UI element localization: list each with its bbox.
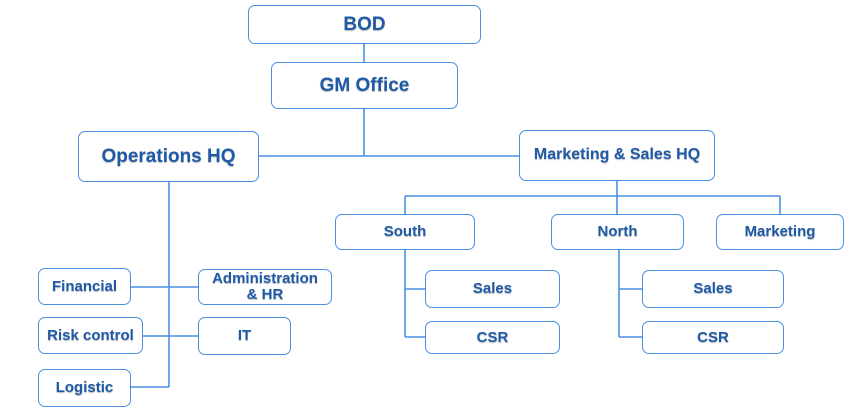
node-marketing: Marketing: [716, 214, 844, 250]
node-administration-hr-label-line1: Administration: [212, 270, 318, 288]
node-marketing-sales-hq-label: Marketing & Sales HQ: [533, 146, 701, 164]
node-north-sales: Sales: [642, 270, 784, 308]
node-financial: Financial: [38, 268, 131, 305]
node-south: South: [335, 214, 475, 250]
node-north-csr-label: CSR: [697, 328, 729, 346]
node-south-sales: Sales: [425, 270, 560, 308]
node-operations-hq-label: Operations HQ: [101, 145, 236, 167]
node-it: IT: [198, 317, 291, 355]
node-marketing-label: Marketing: [744, 223, 816, 241]
node-north: North: [551, 214, 684, 250]
node-south-csr-label: CSR: [476, 328, 509, 346]
node-administration-hr-label-line2: & HR: [246, 286, 284, 303]
node-bod-label: BOD: [343, 13, 386, 35]
node-south-sales-label: Sales: [472, 280, 513, 298]
node-operations-hq: Operations HQ: [78, 131, 259, 182]
node-south-label: South: [383, 223, 427, 241]
node-north-csr: CSR: [642, 321, 784, 354]
node-gm-office-label: GM Office: [319, 74, 410, 96]
node-administration-hr: Administration & HR: [198, 269, 332, 305]
node-financial-label: Financial: [51, 277, 118, 295]
node-south-csr: CSR: [425, 321, 560, 354]
node-risk-control: Risk control: [38, 317, 143, 354]
node-north-label: North: [597, 223, 638, 241]
node-it-label: IT: [237, 327, 252, 345]
node-risk-control-label: Risk control: [47, 326, 134, 344]
node-logistic: Logistic: [38, 369, 131, 407]
node-bod: BOD: [248, 5, 481, 44]
node-logistic-label: Logistic: [55, 379, 114, 397]
node-north-sales-label: Sales: [693, 280, 733, 298]
node-gm-office: GM Office: [271, 62, 458, 109]
node-marketing-sales-hq: Marketing & Sales HQ: [519, 130, 715, 181]
